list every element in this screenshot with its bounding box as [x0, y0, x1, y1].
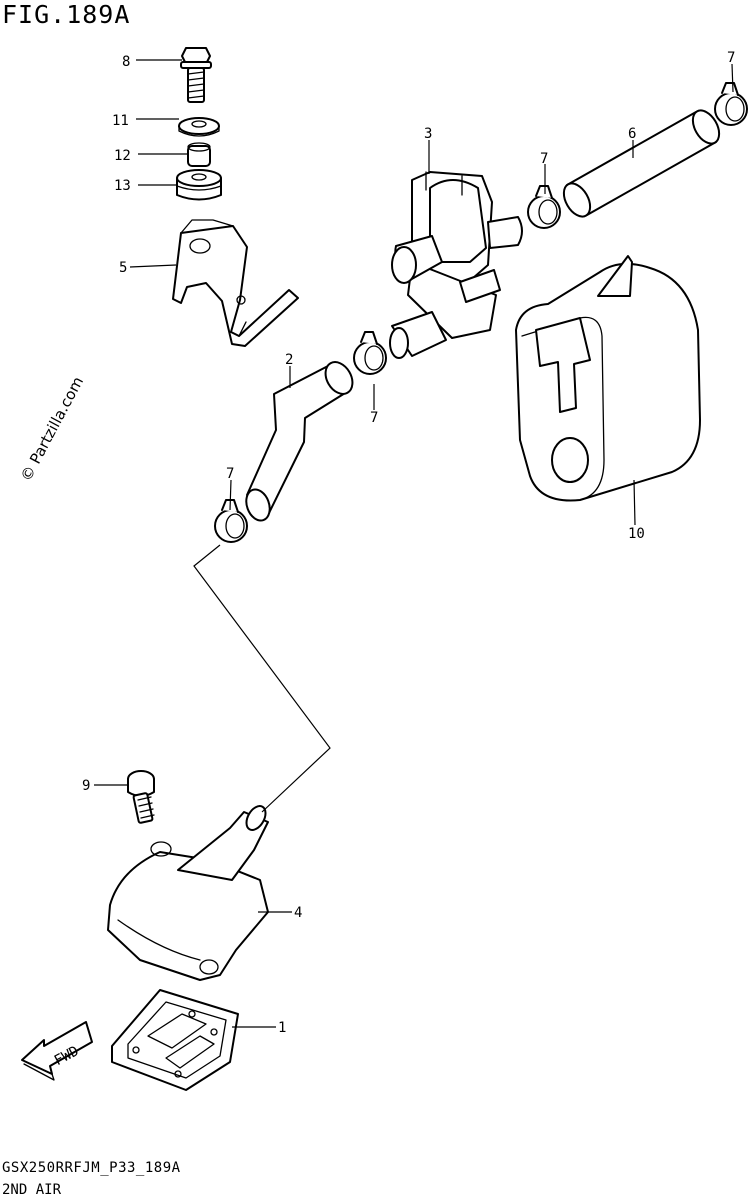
callout-labels: 8 11 12 13 5 3 6 7 7 2 7 7 10 9 4 1 — [82, 50, 735, 1036]
callout-3[interactable]: 3 — [424, 126, 432, 142]
part-5-bracket[interactable] — [172, 219, 299, 347]
part-8-bolt[interactable] — [180, 47, 212, 103]
part-1-gasket[interactable] — [111, 989, 239, 1091]
callout-1[interactable]: 1 — [278, 1020, 286, 1036]
part-12-collar[interactable] — [187, 142, 211, 167]
callout-7-c[interactable]: 7 — [370, 410, 378, 426]
figure-title: FIG.189A — [2, 0, 131, 29]
part-6-hose[interactable] — [558, 106, 724, 221]
fwd-arrow-icon: FWD — [21, 1021, 93, 1081]
part-2-hose[interactable] — [242, 357, 358, 524]
part-7-clamp-d[interactable] — [214, 499, 248, 543]
callout-7-a[interactable]: 7 — [727, 50, 735, 66]
part-4-cover[interactable] — [107, 803, 269, 981]
callout-12[interactable]: 12 — [114, 148, 131, 164]
part-13-cushion[interactable] — [176, 169, 222, 201]
leader-lines — [94, 59, 734, 1028]
callout-5[interactable]: 5 — [119, 260, 127, 276]
callout-6[interactable]: 6 — [628, 126, 636, 142]
section-title: 2ND AIR — [2, 1182, 62, 1198]
part-10-cover[interactable] — [515, 255, 701, 502]
callout-11[interactable]: 11 — [112, 113, 129, 129]
model-code: GSX250RRFJM_P33_189A — [2, 1160, 181, 1176]
part-3-valve[interactable] — [389, 171, 523, 359]
part-7-clamp-a[interactable] — [527, 185, 561, 229]
callout-8[interactable]: 8 — [122, 54, 130, 70]
callout-13[interactable]: 13 — [114, 178, 131, 194]
callout-10[interactable]: 10 — [628, 526, 645, 542]
part-7-clamp-c[interactable] — [353, 331, 387, 375]
callout-9[interactable]: 9 — [82, 778, 90, 794]
callout-2[interactable]: 2 — [285, 352, 293, 368]
route-line — [193, 544, 331, 813]
part-7-clamp-b[interactable] — [714, 82, 748, 126]
callout-4[interactable]: 4 — [294, 905, 302, 921]
callout-7-b[interactable]: 7 — [540, 151, 548, 167]
callout-7-d[interactable]: 7 — [226, 466, 234, 482]
part-11-washer[interactable] — [178, 117, 220, 137]
part-9-bolt[interactable] — [127, 770, 155, 824]
